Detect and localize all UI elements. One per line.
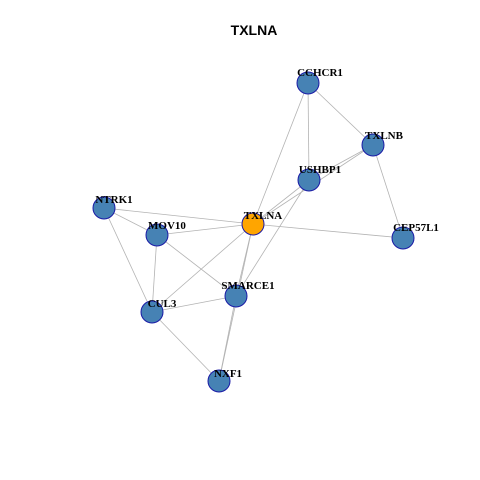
nodes-layer: [92, 71, 415, 393]
node-label-ushbp1: USHBP1: [299, 164, 341, 176]
node-txlna[interactable]: [241, 212, 265, 236]
node-label-ntrk1: NTRK1: [95, 194, 132, 206]
node-cul3[interactable]: [140, 300, 164, 324]
edge-cul3-nxf1: [151, 311, 220, 382]
edge-cchcr1-ushbp1: [307, 82, 310, 181]
node-label-cep57l1: CEP57L1: [393, 222, 439, 234]
edge-smarce1-cul3: [151, 295, 237, 313]
edge-txlna-cep57l1: [252, 223, 404, 239]
edge-ntrk1-txlna: [103, 207, 254, 225]
node-label-txlnb: TXLNB: [365, 130, 404, 142]
node-mov10[interactable]: [145, 223, 169, 247]
node-ushbp1[interactable]: [297, 168, 321, 192]
edge-txlna-cul3: [151, 223, 254, 313]
edge-mov10-cul3: [151, 234, 158, 313]
node-label-cchcr1: CCHCR1: [297, 67, 343, 79]
node-label-cul3: CUL3: [148, 298, 177, 310]
edge-ntrk1-cul3: [103, 207, 153, 313]
node-cep57l1[interactable]: [391, 226, 415, 250]
node-label-smarce1: SMARCE1: [221, 280, 274, 292]
node-label-mov10: MOV10: [148, 220, 186, 232]
node-label-nxf1: NXF1: [214, 368, 242, 380]
node-smarce1[interactable]: [224, 284, 248, 308]
edge-mov10-txlna: [156, 223, 254, 236]
edge-smarce1-nxf1: [218, 295, 237, 382]
edge-txlnb-ushbp1: [308, 144, 374, 181]
node-nxf1[interactable]: [207, 369, 231, 393]
edge-ushbp1-txlna: [252, 179, 310, 225]
edge-txlnb-cep57l1: [372, 144, 404, 239]
diagram-title: TXLNA: [231, 22, 278, 38]
node-txlnb[interactable]: [361, 133, 385, 157]
node-ntrk1[interactable]: [92, 196, 116, 220]
edge-mov10-smarce1: [156, 234, 237, 297]
edge-ushbp1-smarce1: [235, 179, 310, 297]
node-cchcr1[interactable]: [296, 71, 320, 95]
edge-cchcr1-txlnb: [307, 82, 374, 146]
node-label-txlna: TXLNA: [244, 210, 283, 222]
edge-cchcr1-txlna: [252, 82, 309, 225]
